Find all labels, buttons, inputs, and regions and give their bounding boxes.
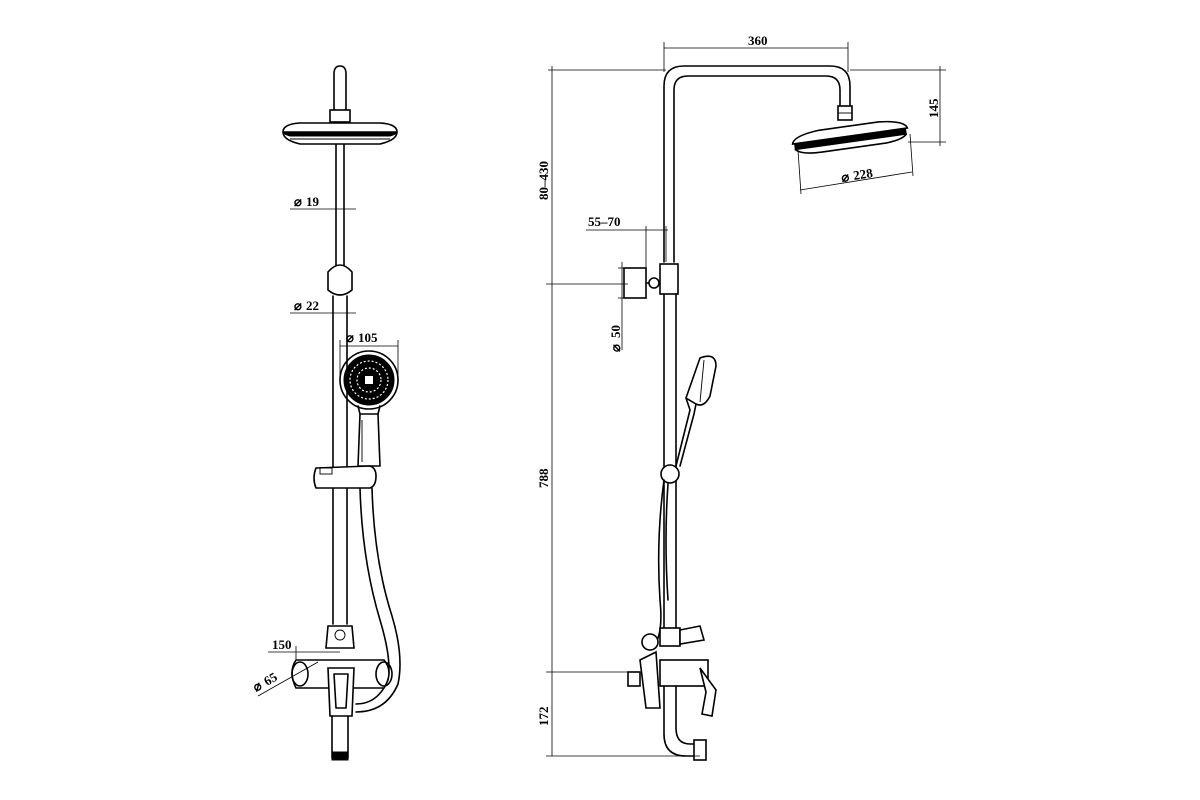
side-arm-outer [663, 65, 851, 263]
front-dim-19-label: 19 [306, 194, 320, 209]
front-spout-aerator [331, 751, 349, 761]
side-dim-360-label: 360 [748, 33, 768, 48]
side-dim-145: 145 [850, 66, 946, 146]
side-dim-80-430: 80–430 [536, 66, 666, 284]
side-dim-55-70: 55–70 [586, 214, 668, 268]
side-dim-145-label: 145 [926, 98, 941, 118]
front-view: ⌀ 19 ⌀ 22 ⌀ 105 150 ⌀ 65 [250, 65, 401, 761]
side-dim-788: 788 [536, 283, 628, 672]
front-top-pipe [333, 65, 347, 113]
front-hand-shower [339, 350, 399, 467]
front-dim-19: ⌀ 19 [290, 194, 356, 214]
side-diverter [659, 627, 681, 647]
front-dim-22-symbol: ⌀ [294, 298, 302, 313]
front-dim-65-symbol: ⌀ [250, 678, 264, 695]
side-mixer [627, 650, 717, 717]
side-dim-55-70-label: 55–70 [588, 214, 621, 229]
side-dim-228-label: 228 [852, 165, 874, 183]
front-dim-105: ⌀ 105 [339, 330, 399, 380]
side-wall-bracket [623, 263, 679, 299]
side-dim-172-label: 172 [536, 707, 551, 727]
side-slider [660, 464, 680, 484]
front-hose-inner [355, 487, 401, 713]
side-dim-80-430-label: 80–430 [536, 161, 551, 200]
side-spout-inner [675, 685, 699, 745]
front-dim-150-label: 150 [272, 637, 292, 652]
front-dim-105-label: 105 [358, 330, 378, 345]
side-dim-50-symbol: ⌀ [608, 344, 623, 352]
side-spout-outer [663, 685, 697, 757]
side-dim-788-label: 788 [536, 468, 551, 488]
side-hose-2 [665, 483, 669, 601]
front-hose-outer [355, 487, 390, 705]
front-dim-65-label: 65 [261, 669, 280, 689]
front-dim-105-symbol: ⌀ [346, 330, 354, 345]
side-hand-shower [675, 355, 717, 467]
front-dim-22: ⌀ 22 [290, 298, 356, 318]
side-dim-50-label: 50 [608, 325, 623, 338]
side-arm-inner [673, 75, 841, 263]
side-hose [649, 479, 665, 651]
front-dim-19-symbol: ⌀ [294, 194, 302, 209]
front-shower-head [282, 122, 398, 145]
side-dim-360: 360 [663, 33, 849, 72]
front-dim-150: 150 [268, 637, 340, 660]
side-dim-228: ⌀ 228 [797, 133, 914, 195]
front-top-nut [329, 109, 351, 123]
front-pipe-joint [327, 264, 353, 296]
side-dim-172: 172 [536, 671, 700, 757]
side-dim-228-symbol: ⌀ [840, 169, 850, 185]
front-slider-bracket [313, 465, 377, 489]
side-view: 360 145 ⌀ 228 80–430 55–70 [536, 33, 946, 761]
front-spout [331, 715, 349, 759]
front-diverter [325, 625, 355, 649]
side-shower-head [791, 120, 909, 154]
front-dim-22-label: 22 [306, 298, 319, 313]
side-dim-50: ⌀ 50 [608, 262, 626, 352]
